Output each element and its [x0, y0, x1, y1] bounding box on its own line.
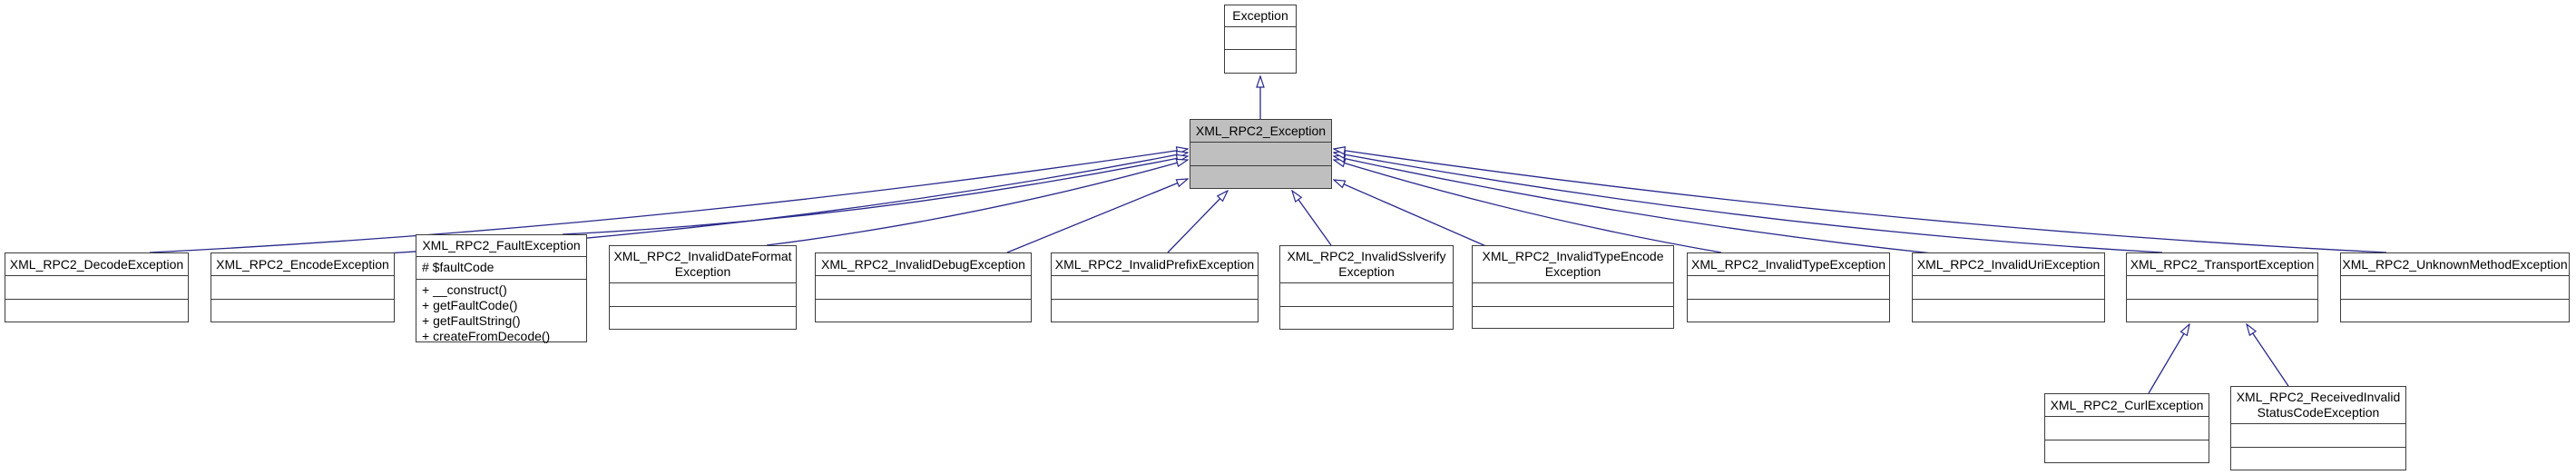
edge-unknownmethod-to-xmlrpc2exception [1334, 149, 2387, 253]
class-attributes [1688, 276, 1889, 300]
edge-invalidsslverify-to-xmlrpc2exception [1292, 191, 1332, 246]
class-attributes [5, 276, 188, 300]
class-attributes [2127, 276, 2317, 300]
class-xml-rpc2-invaliddebug-exception[interactable]: XML_RPC2_InvalidDebugException [815, 252, 1032, 322]
class-method: + createFromDecode() [422, 329, 551, 343]
edge-receivedinvalid-to-transport [2247, 324, 2289, 387]
class-xml-rpc2-invaliddateformat-exception[interactable]: XML_RPC2_InvalidDateFormat Exception [609, 245, 797, 330]
class-title: XML_RPC2_InvalidPrefixException [1052, 253, 1258, 276]
class-xml-rpc2-encode-exception[interactable]: XML_RPC2_EncodeException [211, 252, 395, 322]
class-attributes [1473, 283, 1673, 307]
class-attributes [610, 283, 796, 307]
class-title: XML_RPC2_InvalidUriException [1913, 253, 2104, 276]
class-title: XML_RPC2_InvalidTypeEncode Exception [1473, 246, 1673, 283]
class-attributes [211, 276, 394, 300]
edge-invaliduri-to-xmlrpc2exception [1334, 156, 1934, 254]
class-attributes [1913, 276, 2104, 300]
class-methods: + __construct() + getFaultCode() + getFa… [416, 280, 586, 347]
class-xml-rpc2-exception[interactable]: XML_RPC2_Exception [1190, 119, 1332, 189]
class-methods [1688, 300, 1889, 322]
class-methods [1473, 307, 1673, 328]
class-attributes: # $faultCode [416, 257, 586, 280]
class-methods [2231, 448, 2405, 470]
edge-invaliddateformat-to-xmlrpc2exception [766, 160, 1188, 246]
class-methods [2127, 300, 2317, 322]
edge-invaliddebug-to-xmlrpc2exception [1006, 179, 1188, 253]
class-attributes [2045, 417, 2209, 440]
class-xml-rpc2-unknownmethod-exception[interactable]: XML_RPC2_UnknownMethodException [2340, 252, 2570, 322]
class-methods [1190, 166, 1331, 188]
class-title: XML_RPC2_FaultException [416, 235, 586, 257]
edge-transport-to-xmlrpc2exception [1334, 153, 2163, 253]
class-exception[interactable]: Exception [1224, 5, 1297, 74]
class-attributes [1052, 276, 1258, 300]
class-xml-rpc2-invalidtype-exception[interactable]: XML_RPC2_InvalidTypeException [1687, 252, 1890, 322]
class-title: XML_RPC2_InvalidSslverify Exception [1280, 246, 1453, 283]
class-xml-rpc2-invalidprefix-exception[interactable]: XML_RPC2_InvalidPrefixException [1051, 252, 1259, 322]
class-title: XML_RPC2_CurlException [2045, 394, 2209, 417]
class-method: + getFaultString() [422, 313, 521, 328]
class-methods [816, 300, 1031, 322]
class-xml-rpc2-curl-exception[interactable]: XML_RPC2_CurlException [2044, 393, 2209, 463]
class-method: + getFaultCode() [422, 298, 518, 312]
class-xml-rpc2-decode-exception[interactable]: XML_RPC2_DecodeException [5, 252, 189, 322]
class-title: XML_RPC2_TransportException [2127, 253, 2317, 276]
class-title: XML_RPC2_Exception [1190, 120, 1331, 143]
edge-invalidtypeencode-to-xmlrpc2exception [1334, 180, 1489, 248]
class-xml-rpc2-invalidtypeencode-exception[interactable]: XML_RPC2_InvalidTypeEncode Exception [1472, 245, 1674, 329]
class-xml-rpc2-invalidsslverify-exception[interactable]: XML_RPC2_InvalidSslverify Exception [1279, 245, 1454, 330]
class-xml-rpc2-transport-exception[interactable]: XML_RPC2_TransportException [2126, 252, 2318, 322]
class-attributes [816, 276, 1031, 300]
class-title: XML_RPC2_InvalidDebugException [816, 253, 1031, 276]
class-title: XML_RPC2_InvalidTypeException [1688, 253, 1889, 276]
class-xml-rpc2-receivedinvalidstatuscode-exception[interactable]: XML_RPC2_ReceivedInvalid StatusCodeExcep… [2230, 386, 2406, 470]
class-method: + __construct() [422, 282, 507, 297]
class-title: XML_RPC2_UnknownMethodException [2341, 253, 2569, 276]
class-methods [1913, 300, 2104, 322]
class-methods [2045, 440, 2209, 462]
edge-invalidprefix-to-xmlrpc2exception [1167, 191, 1228, 253]
class-methods [2341, 300, 2569, 322]
edge-curl-to-transport [2148, 324, 2189, 394]
class-attributes [2341, 276, 2569, 300]
class-xml-rpc2-fault-exception[interactable]: XML_RPC2_FaultException # $faultCode + _… [416, 234, 587, 343]
class-attributes [1225, 27, 1296, 50]
class-title: XML_RPC2_ReceivedInvalid StatusCodeExcep… [2231, 387, 2405, 424]
class-methods [1280, 307, 1453, 329]
class-attributes [2231, 424, 2405, 448]
class-xml-rpc2-invaliduri-exception[interactable]: XML_RPC2_InvalidUriException [1912, 252, 2105, 322]
class-title: XML_RPC2_DecodeException [5, 253, 188, 276]
class-title: XML_RPC2_InvalidDateFormat Exception [610, 246, 796, 283]
class-methods [1052, 300, 1258, 322]
class-methods [5, 300, 188, 322]
edge-fault-to-xmlrpc2exception [562, 156, 1188, 235]
class-title: Exception [1225, 5, 1296, 27]
class-attributes [1280, 283, 1453, 307]
edge-invalidtype-to-xmlrpc2exception [1334, 160, 1722, 253]
class-title: XML_RPC2_EncodeException [211, 253, 394, 276]
class-methods [610, 307, 796, 329]
class-methods [1225, 50, 1296, 73]
class-attribute: # $faultCode [422, 260, 495, 274]
class-attributes [1190, 143, 1331, 166]
class-methods [211, 300, 394, 322]
edge-decode-to-xmlrpc2exception [149, 149, 1188, 253]
